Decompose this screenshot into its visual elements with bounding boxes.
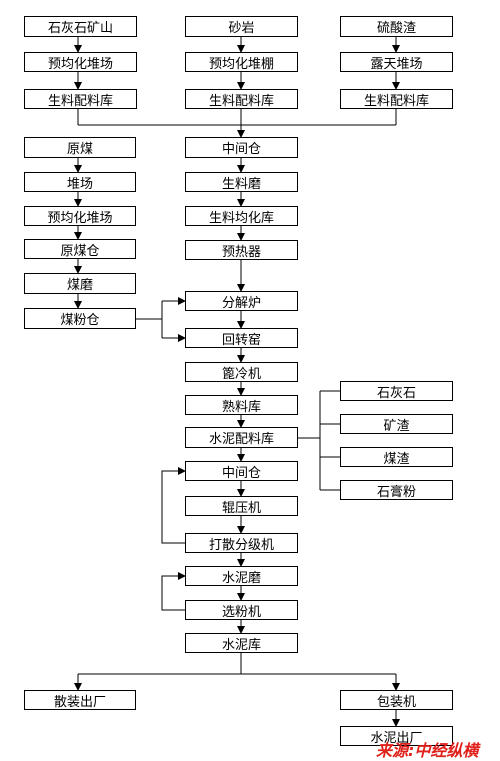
node-rotary-kiln: 回转窑	[185, 328, 298, 348]
node-intermediate-bin-2: 中间仓	[185, 461, 298, 481]
node-preheater: 预热器	[185, 240, 298, 260]
node-raw-mill: 生料磨	[185, 172, 298, 192]
node-stockyard: 堆场	[24, 172, 136, 192]
node-raw-batch-2: 生料配料库	[185, 89, 298, 109]
node-cement-mill: 水泥磨	[185, 566, 298, 586]
node-grate-cooler: 篦冷机	[185, 362, 298, 382]
node-prehomog-shed: 预均化堆棚	[185, 52, 298, 72]
node-limestone: 石灰石	[340, 381, 453, 401]
node-clinker-silo: 熟料库	[185, 395, 298, 415]
node-gypsum: 石膏粉	[340, 480, 453, 500]
node-cement-batch: 水泥配料库	[185, 427, 298, 448]
node-pyrite-slag: 硫酸渣	[340, 16, 453, 37]
node-limestone-mine: 石灰石矿山	[24, 16, 137, 37]
node-disperse-classifier: 打散分级机	[185, 533, 298, 553]
node-coal-mill: 煤磨	[24, 273, 136, 294]
node-cement-silo: 水泥库	[185, 633, 298, 653]
node-raw-batch-1: 生料配料库	[24, 89, 137, 109]
node-cinder: 煤渣	[340, 447, 453, 467]
node-raw-coal-bin: 原煤仓	[24, 239, 136, 259]
node-coal-powder-bin: 煤粉仓	[24, 308, 136, 329]
node-intermediate-bin-1: 中间仓	[185, 137, 298, 158]
node-open-yard: 露天堆场	[340, 52, 453, 72]
node-raw-homog-silo: 生料均化库	[185, 206, 298, 226]
source-watermark: 来源:中经纵横	[376, 741, 479, 760]
node-bulk-out: 散装出厂	[24, 690, 136, 710]
node-packer: 包装机	[340, 690, 453, 710]
node-roller-press: 辊压机	[185, 496, 298, 516]
node-slag: 矿渣	[340, 414, 453, 434]
node-separator: 选粉机	[185, 600, 298, 620]
node-prehomog-yard-1: 预均化堆场	[24, 52, 137, 72]
node-prehomog-yard-2: 预均化堆场	[24, 206, 136, 226]
node-raw-batch-3: 生料配料库	[340, 89, 453, 109]
node-sandstone: 砂岩	[185, 16, 298, 37]
node-raw-coal: 原煤	[24, 137, 136, 158]
node-calciner: 分解炉	[185, 291, 298, 311]
node-cement-out: 水泥出厂	[340, 726, 453, 746]
